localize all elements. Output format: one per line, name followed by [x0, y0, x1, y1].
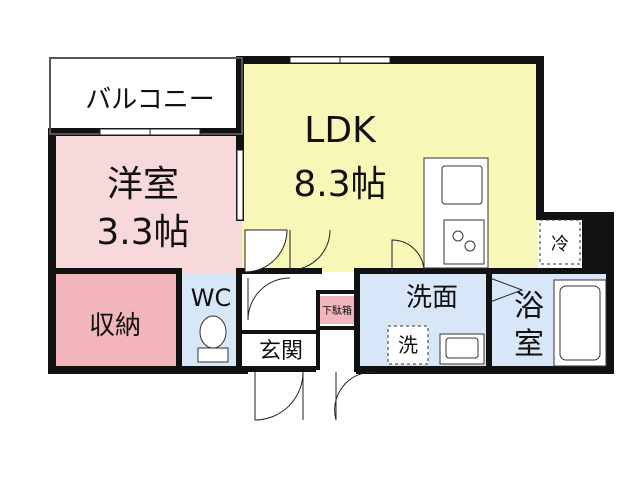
balcony-area — [52, 62, 242, 136]
windows — [99, 56, 391, 221]
balcony-label: バルコニー — [85, 85, 214, 115]
shoe-box-area — [320, 296, 354, 324]
western-room-size-label: 3.3帖 — [96, 212, 189, 253]
washroom-label: 洗面 — [406, 283, 458, 313]
ldk-area[interactable] — [242, 62, 538, 272]
toilet — [197, 315, 229, 363]
western-room-label: 洋室 — [107, 164, 179, 205]
storage-label: 収納 — [89, 311, 141, 341]
vanity — [439, 333, 485, 365]
ldk-size-label: 8.3帖 — [293, 164, 386, 205]
fridge-label: 冷 — [551, 234, 569, 255]
bathroom-label-1: 浴 — [514, 289, 544, 324]
shoe-box-label: 下駄箱 — [322, 304, 352, 317]
kitchen-counter — [423, 157, 489, 269]
storage-area[interactable] — [52, 273, 178, 368]
washer-space — [387, 325, 429, 365]
entrance-label: 玄関 — [259, 339, 303, 364]
bathtub — [553, 279, 607, 367]
fridge-space — [539, 219, 581, 265]
ldk-label: LDK — [304, 110, 377, 151]
bathroom-label-2: 室 — [514, 327, 544, 362]
sink — [441, 165, 483, 205]
western-room-area[interactable] — [52, 136, 242, 273]
wc-label: WC — [191, 284, 232, 312]
doors — [244, 229, 524, 421]
cooktop — [443, 219, 485, 265]
washer-label: 洗 — [398, 333, 418, 357]
